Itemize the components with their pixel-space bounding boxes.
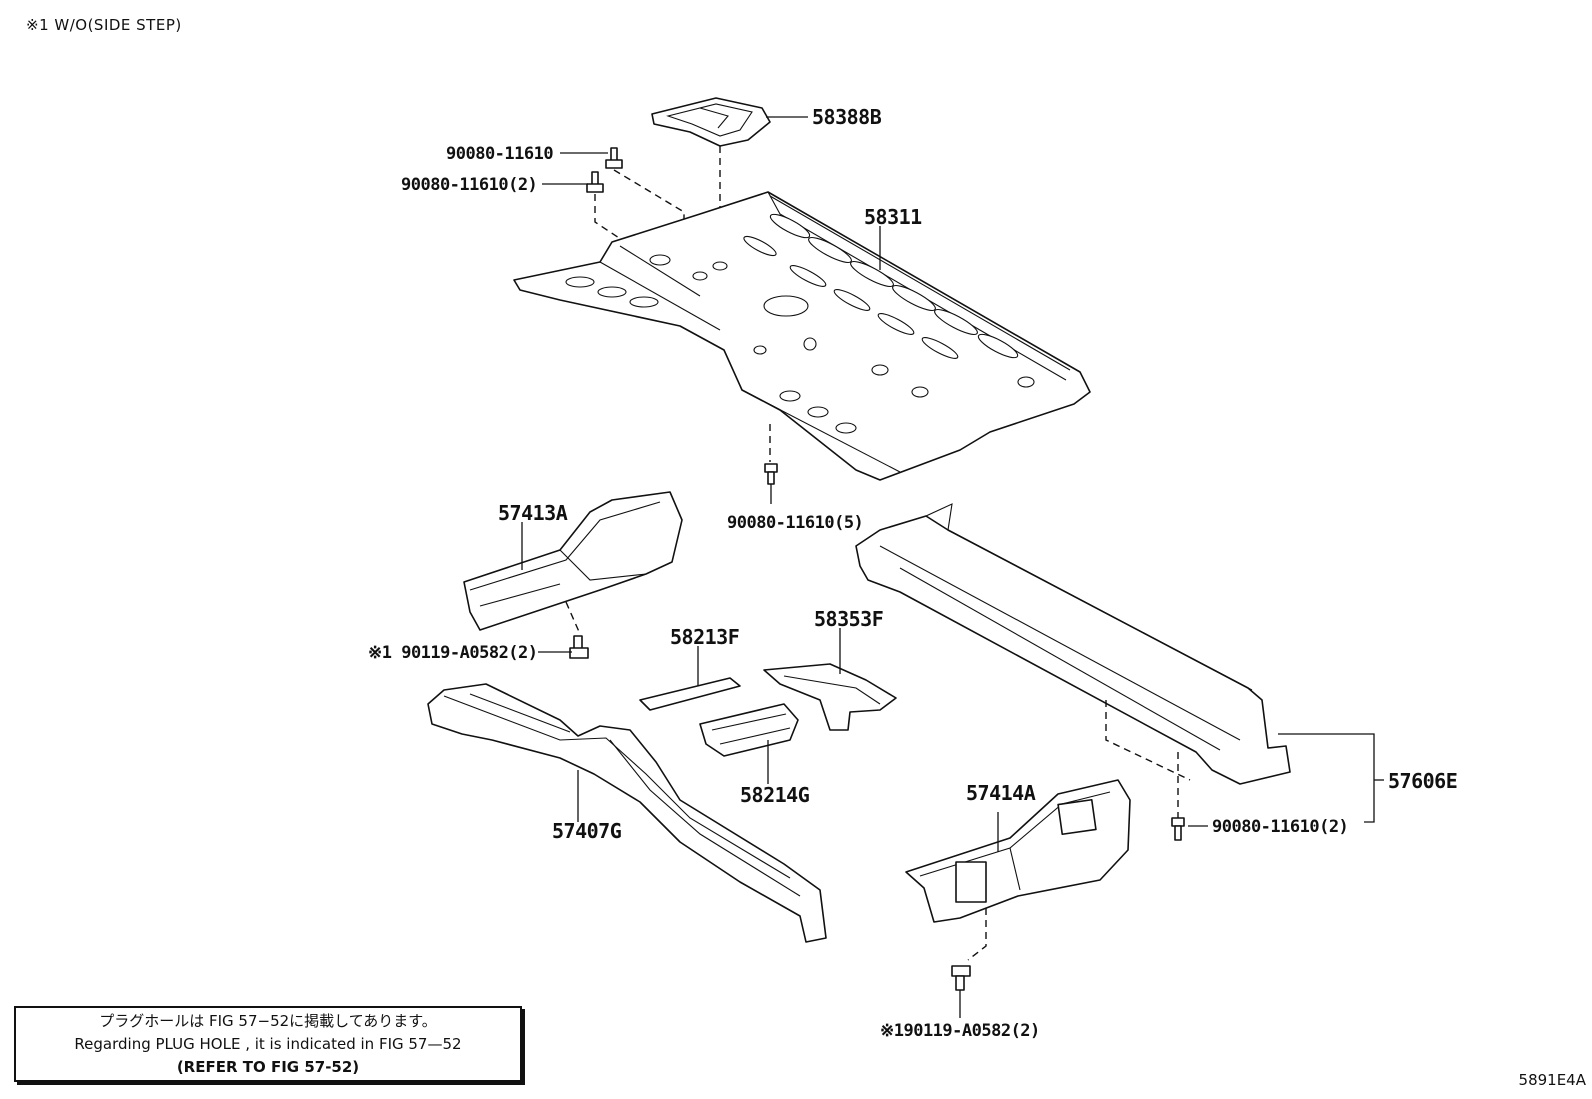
bolt-90080-b[interactable] bbox=[586, 171, 604, 193]
label-57413A: 57413A bbox=[498, 501, 568, 525]
label-58388B: 58388B bbox=[812, 105, 882, 129]
part-58388B-plate[interactable] bbox=[651, 97, 771, 147]
label-57606E: 57606E bbox=[1388, 769, 1457, 793]
part-57606E-sill[interactable] bbox=[855, 503, 1291, 785]
label-58213F: 58213F bbox=[670, 625, 739, 649]
plug-hole-note: プラグホールは FIG 57−52に掲載してあります。 Regarding PL… bbox=[14, 1006, 522, 1082]
part-58214G-bracket[interactable] bbox=[699, 703, 799, 757]
label-90080-d: 90080-11610(2) bbox=[1212, 817, 1348, 837]
bolt-90080-d[interactable] bbox=[1171, 817, 1185, 841]
part-57407G-member[interactable] bbox=[427, 683, 827, 943]
label-90080-11610-2: 90080-11610(2) bbox=[401, 175, 537, 195]
label-57407G: 57407G bbox=[552, 819, 622, 843]
part-57413A-bracket[interactable] bbox=[463, 491, 683, 631]
dash-57606E-a bbox=[1105, 700, 1191, 781]
label-58353F: 58353F bbox=[814, 607, 883, 631]
floor-pan-ribs bbox=[565, 213, 1035, 434]
note-line-refer: (REFER TO FIG 57-52) bbox=[176, 1058, 360, 1076]
dash-bolt-b bbox=[594, 194, 741, 319]
part-58213F-strip[interactable] bbox=[639, 677, 741, 711]
bolt-90080-a[interactable] bbox=[605, 147, 623, 169]
label-90080-11610-5: 90080-11610(5) bbox=[727, 513, 863, 533]
bolt-90080-c[interactable] bbox=[764, 463, 778, 485]
dash-57413A bbox=[565, 601, 581, 635]
label-58214G: 58214G bbox=[740, 783, 810, 807]
label-58311: 58311 bbox=[864, 205, 922, 229]
note-line-english: Regarding PLUG HOLE , it is indicated in… bbox=[74, 1035, 462, 1053]
dash-bolt-a bbox=[613, 169, 685, 246]
bolt-90119-b[interactable] bbox=[951, 965, 971, 991]
bolt-90119-a[interactable] bbox=[569, 635, 589, 659]
dash-57414A bbox=[967, 908, 987, 961]
label-90080-11610: 90080-11610 bbox=[446, 144, 553, 164]
part-57414A-bracket[interactable] bbox=[905, 779, 1131, 923]
note-line-japanese: プラグホールは FIG 57−52に掲載してあります。 bbox=[99, 1012, 437, 1030]
label-57414A: 57414A bbox=[966, 781, 1036, 805]
figure-id: 5891E4A bbox=[1518, 1071, 1586, 1089]
part-58353F-bracket[interactable] bbox=[763, 663, 897, 731]
label-90119-a: ※1 90119-A0582(2) bbox=[368, 643, 538, 663]
footnote-text: ※1 W/O(SIDE STEP) bbox=[26, 16, 182, 34]
label-90119-b: ※190119-A0582(2) bbox=[880, 1021, 1040, 1041]
leader-57606E bbox=[1278, 733, 1375, 823]
